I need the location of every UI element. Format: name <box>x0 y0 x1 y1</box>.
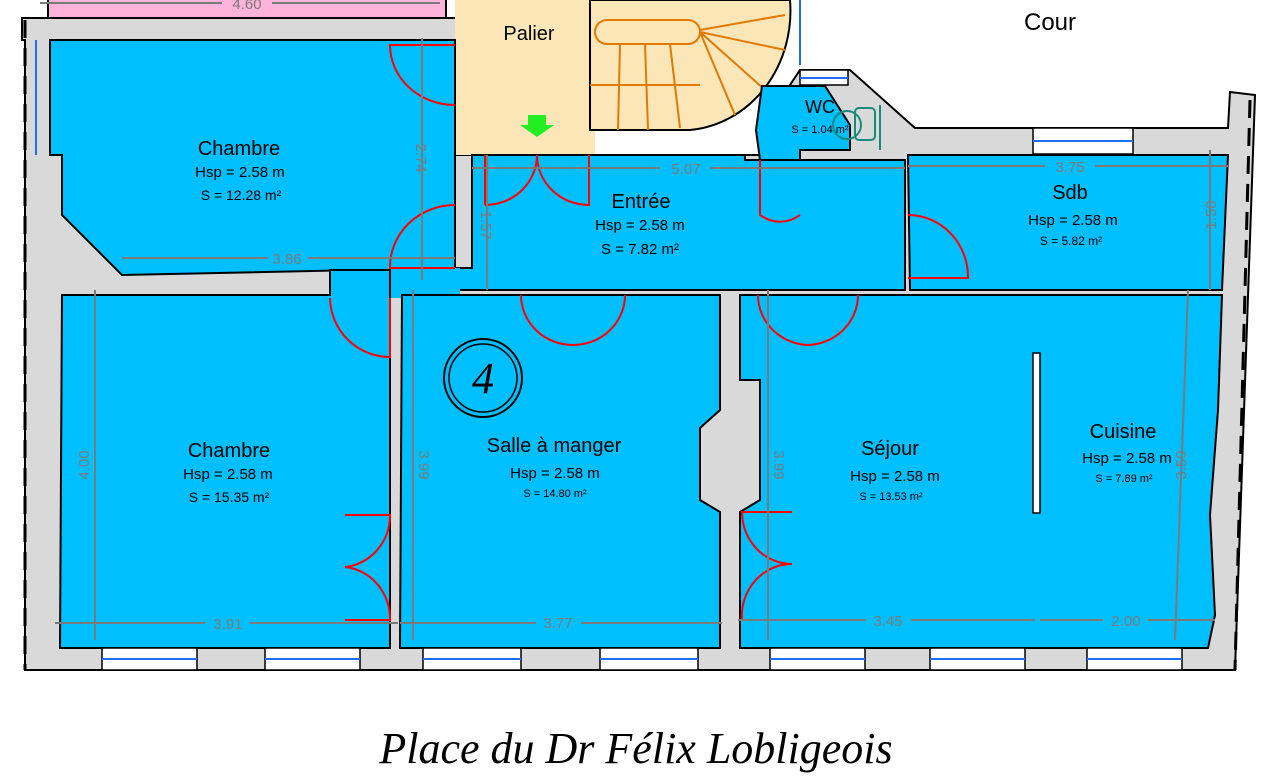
street-name-title: Place du Dr Félix Lobligeois <box>378 724 892 773</box>
svg-text:S = 7.82 m²: S = 7.82 m² <box>601 241 679 258</box>
svg-text:Chambre: Chambre <box>188 440 270 462</box>
stair-steps <box>590 14 786 131</box>
svg-text:Hsp = 2.58 m: Hsp = 2.58 m <box>1028 212 1118 229</box>
svg-text:Hsp = 2.58 m: Hsp = 2.58 m <box>850 468 940 485</box>
dim-3-99-a: 3.99 <box>415 450 432 479</box>
room-label-sdb: Sdb Hsp = 2.58 m S = 5.82 m² <box>1028 182 1118 248</box>
label-cour: Cour <box>1024 9 1076 36</box>
entry-arrow-icon <box>520 115 554 137</box>
svg-text:Hsp = 2.58 m: Hsp = 2.58 m <box>183 466 273 483</box>
dimension-labels: 4.60 2.74 3.86 1.57 5.07 3.75 1.58 4.00 … <box>76 0 1220 633</box>
svg-text:Entrée: Entrée <box>612 191 671 213</box>
landing <box>455 0 595 155</box>
svg-text:S = 5.82 m²: S = 5.82 m² <box>1040 234 1102 248</box>
dim-5-07: 5.07 <box>671 161 700 178</box>
dim-3-77: 3.77 <box>543 615 572 632</box>
boundary-right <box>1233 99 1252 671</box>
room-chambre-1 <box>49 39 456 277</box>
dim-1-58: 1.58 <box>1203 200 1220 229</box>
room-label-cuisine: Cuisine Hsp = 2.58 m S = 7.89 m² <box>1082 421 1172 485</box>
room-entree <box>454 154 906 291</box>
svg-text:Séjour: Séjour <box>861 438 919 460</box>
svg-text:S = 13.53 m²: S = 13.53 m² <box>859 491 923 503</box>
svg-text:Salle à manger: Salle à manger <box>487 435 622 457</box>
dim-4-00: 4.00 <box>76 450 93 479</box>
room-sdb <box>906 154 1230 291</box>
doors <box>329 44 970 621</box>
room-label-wc: WC S = 1.04 m² <box>791 97 849 136</box>
room-label-chambre-1: Chambre Hsp = 2.58 m S = 12.28 m² <box>195 138 285 203</box>
room-sejour-cuisine <box>739 294 1224 649</box>
dim-3-75: 3.75 <box>1055 159 1084 176</box>
kitchen-partition <box>1032 352 1041 514</box>
unit-number-badge: 4 <box>443 338 523 418</box>
svg-text:Hsp = 2.58 m: Hsp = 2.58 m <box>195 164 285 181</box>
svg-text:S = 14.80 m²: S = 14.80 m² <box>523 488 587 500</box>
windows <box>35 40 1183 671</box>
svg-text:S = 15.35 m²: S = 15.35 m² <box>189 489 270 505</box>
dim-3-99-b: 3.99 <box>770 450 787 479</box>
dim-3-86: 3.86 <box>272 251 301 268</box>
svg-text:S = 7.89 m²: S = 7.89 m² <box>1095 473 1153 485</box>
dim-2-00: 2.00 <box>1111 613 1140 630</box>
toilet-icon <box>832 105 881 150</box>
dim-3-59: 3.59 <box>1173 450 1190 479</box>
svg-text:S = 1.04 m²: S = 1.04 m² <box>791 124 849 136</box>
svg-text:Hsp = 2.58 m: Hsp = 2.58 m <box>510 465 600 482</box>
dim-3-45: 3.45 <box>873 613 902 630</box>
svg-text:WC: WC <box>805 97 835 117</box>
dim-4-60: 4.60 <box>232 0 261 13</box>
room-label-salle-a-manger: Salle à manger Hsp = 2.58 m S = 14.80 m² <box>487 435 622 500</box>
svg-text:Sdb: Sdb <box>1052 182 1088 204</box>
room-wc <box>754 85 851 161</box>
room-chambre-2 <box>58 269 391 649</box>
svg-text:Chambre: Chambre <box>198 138 280 160</box>
svg-text:Hsp = 2.58 m: Hsp = 2.58 m <box>1082 450 1172 467</box>
dim-1-57: 1.57 <box>477 210 494 239</box>
svg-text:S = 12.28 m²: S = 12.28 m² <box>201 187 282 203</box>
label-palier: Palier <box>503 23 554 45</box>
svg-text:Cuisine: Cuisine <box>1090 421 1157 443</box>
unit-number: 4 <box>472 354 494 403</box>
room-label-sejour: Séjour Hsp = 2.58 m S = 13.53 m² <box>850 438 940 503</box>
room-label-entree: Entrée Hsp = 2.58 m S = 7.82 m² <box>595 191 685 258</box>
dim-2-74: 2.74 <box>412 143 429 172</box>
room-label-chambre-2: Chambre Hsp = 2.58 m S = 15.35 m² <box>183 440 273 505</box>
dim-3-91: 3.91 <box>213 616 242 633</box>
svg-text:Hsp = 2.58 m: Hsp = 2.58 m <box>595 217 685 234</box>
